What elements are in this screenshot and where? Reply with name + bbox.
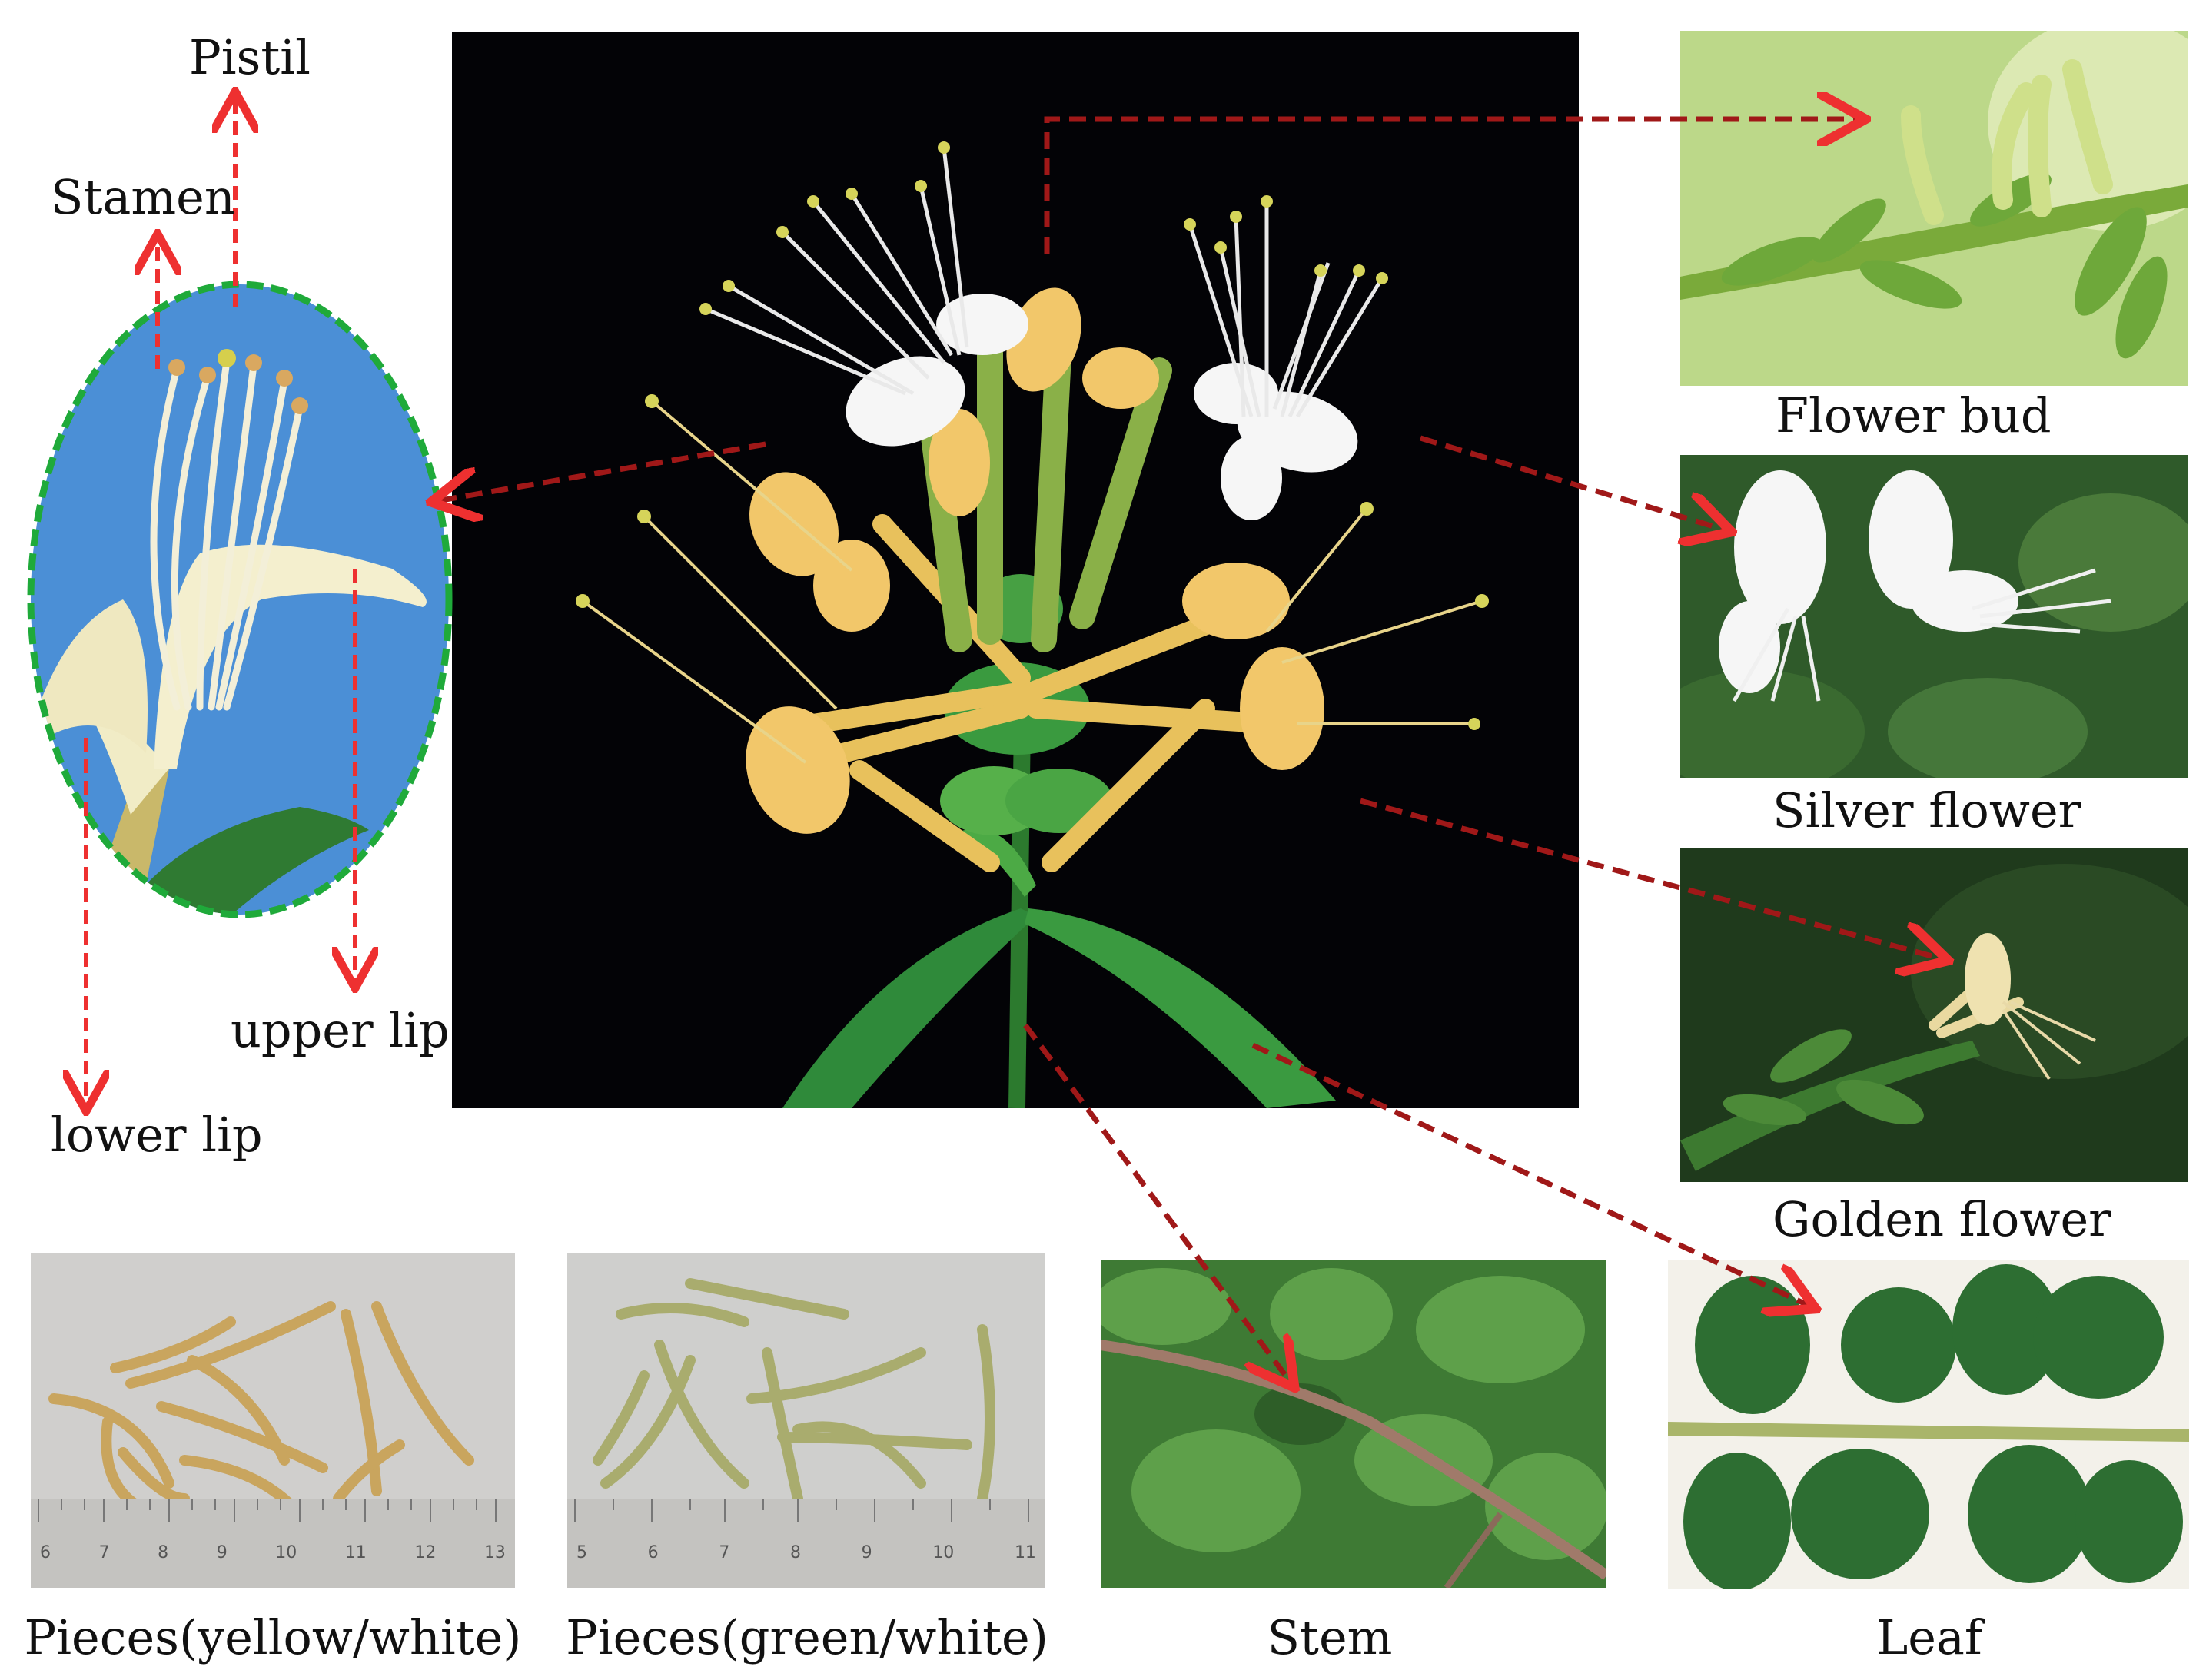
ruler-tick-label: 11 bbox=[1014, 1543, 1036, 1562]
label-golden-flower: Golden flower bbox=[1772, 1191, 2111, 1247]
label-upper-lip: upper lip bbox=[231, 1002, 450, 1058]
pieces-yellow-white-photo: 6 7 8 9 10 11 12 13 bbox=[31, 1253, 515, 1588]
label-pieces-yellow-white: Pieces(yellow/white) bbox=[24, 1609, 522, 1665]
label-stem: Stem bbox=[1267, 1609, 1393, 1665]
label-silver-flower: Silver flower bbox=[1772, 782, 2081, 838]
ruler-tick-label: 10 bbox=[275, 1543, 297, 1562]
flower-bud-photo bbox=[1680, 31, 2188, 386]
ruler-tick-label: 9 bbox=[861, 1543, 872, 1562]
ruler-tick-label: 6 bbox=[647, 1543, 659, 1562]
label-flower-bud: Flower bud bbox=[1776, 387, 2052, 443]
ruler-tick-label: 5 bbox=[576, 1543, 587, 1562]
label-pistil: Pistil bbox=[189, 29, 311, 85]
ruler-tick-label: 7 bbox=[98, 1543, 110, 1562]
ruler-tick-label: 11 bbox=[344, 1543, 367, 1562]
ruler-tick-label: 12 bbox=[414, 1543, 437, 1562]
stem-photo bbox=[1101, 1260, 1606, 1588]
ruler-tick-label: 7 bbox=[719, 1543, 730, 1562]
ruler-tick-label: 9 bbox=[216, 1543, 228, 1562]
label-lower-lip: lower lip bbox=[51, 1107, 263, 1163]
label-leaf: Leaf bbox=[1876, 1609, 1982, 1665]
ruler-tick-label: 8 bbox=[789, 1543, 801, 1562]
main-honeysuckle-photo bbox=[452, 32, 1579, 1108]
ruler-tick-label: 10 bbox=[932, 1543, 955, 1562]
silver-flower-photo bbox=[1680, 455, 2188, 778]
ruler-tick-label: 6 bbox=[40, 1543, 51, 1562]
ruler-scale-yellow: 6 7 8 9 10 11 12 13 bbox=[31, 1543, 515, 1562]
golden-flower-photo bbox=[1680, 848, 2188, 1182]
ruler-tick-label: 13 bbox=[483, 1543, 506, 1562]
ruler-tick-label: 8 bbox=[158, 1543, 169, 1562]
label-stamen: Stamen bbox=[51, 169, 235, 225]
leaf-photo bbox=[1668, 1260, 2189, 1589]
ruler-scale-green: 5 6 7 8 9 10 11 bbox=[567, 1543, 1045, 1562]
flower-closeup-ellipse bbox=[23, 277, 457, 922]
pieces-green-white-photo: 5 6 7 8 9 10 11 bbox=[567, 1253, 1045, 1588]
label-pieces-green-white: Pieces(green/white) bbox=[566, 1609, 1048, 1665]
